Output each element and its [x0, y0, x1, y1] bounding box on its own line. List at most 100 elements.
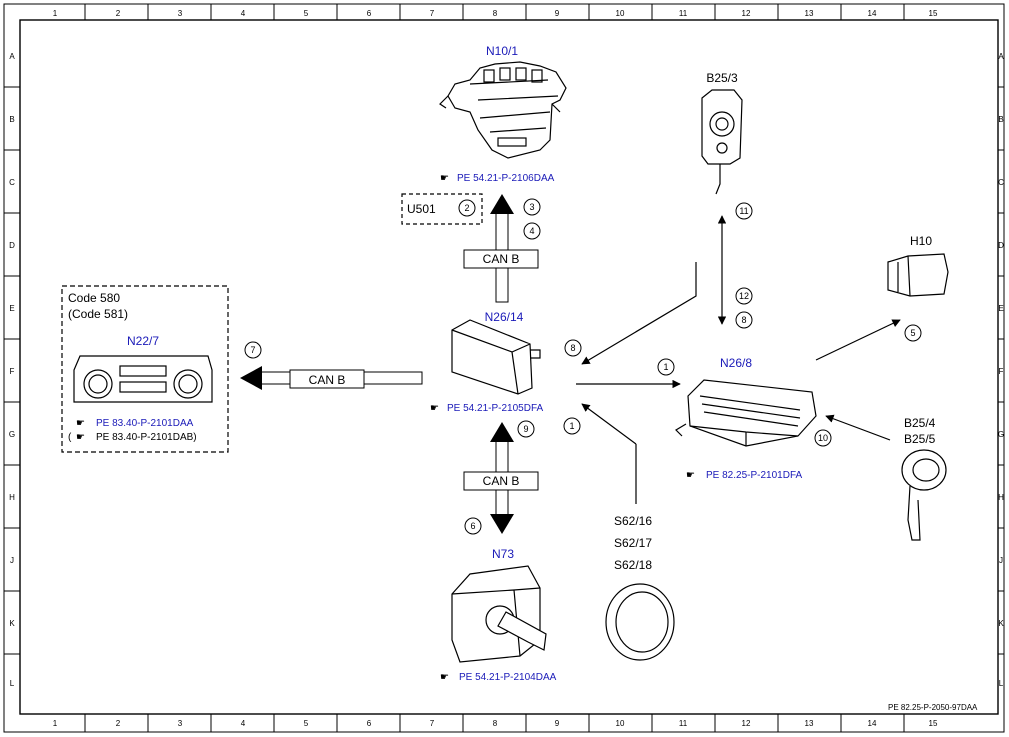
col-label: 1	[53, 719, 58, 728]
row-label: G	[998, 430, 1004, 439]
n73-ref: PE 54.21-P-2104DAA	[459, 672, 557, 683]
n26-8-component: N26/8 ☛ PE 82.25-P-2101DFA	[675, 356, 817, 481]
svg-text:1: 1	[569, 421, 574, 431]
col-label: 5	[304, 719, 309, 728]
callout-circle: 5	[904, 324, 922, 342]
row-label: F	[999, 367, 1004, 376]
can-b-left-link: CAN B	[240, 366, 423, 390]
control-unit-icon	[451, 319, 541, 395]
col-label: 1	[53, 9, 58, 18]
s62-17-label: S62/17	[614, 536, 652, 550]
callout-circle: 8	[564, 339, 582, 357]
col-label: 7	[430, 719, 435, 728]
svg-text:5: 5	[910, 328, 915, 338]
b25-4-label: B25/4	[904, 416, 936, 430]
grid-columns-top: 1 2 3 4 5 6 7 8 9 10 11 12 13 14 15	[53, 4, 938, 20]
svg-text:6: 6	[470, 521, 475, 531]
col-label: 15	[929, 9, 938, 18]
col-label: 12	[742, 9, 751, 18]
callout-circle: 1	[563, 417, 581, 435]
n22-7-box: Code 580 (Code 581) N22/7 ☛ PE 83.40-P-2…	[61, 285, 229, 453]
pointer-hand-icon: ☛	[76, 432, 85, 443]
col-label: 8	[493, 9, 498, 18]
b25-4-5-component: B25/4 B25/5	[901, 416, 947, 541]
callout-circle: 6	[464, 517, 482, 535]
h10-component: H10	[887, 234, 949, 297]
ignition-switch-icon	[451, 565, 547, 663]
col-label: 14	[868, 719, 877, 728]
callout-circle: 8	[735, 311, 753, 329]
row-label: C	[9, 178, 15, 187]
b25-3-label: B25/3	[706, 71, 738, 85]
row-label: L	[999, 679, 1004, 688]
row-label: B	[9, 115, 14, 124]
u501-box: U501	[401, 193, 483, 225]
callout-circle: 9	[517, 420, 535, 438]
col-label: 2	[116, 9, 121, 18]
n22-7-ref2: PE 83.40-P-2101DAB)	[96, 432, 197, 443]
door-contact-switch-icon	[605, 583, 675, 661]
row-label: K	[9, 619, 15, 628]
col-label: 9	[555, 719, 560, 728]
callouts: 1 1 2 3 4 5 6 7 8 8 9 10 11 12	[244, 198, 922, 535]
footer-reference: PE 82.25-P-2050-97DAA	[888, 703, 978, 712]
callout-circle: 10	[814, 429, 832, 447]
col-label: 11	[679, 719, 688, 728]
signal-arrows	[576, 215, 901, 504]
col-label: 5	[304, 9, 309, 18]
grid-columns-bottom: 1 2 3 4 5 6 7 8 9 10 11 12 13 14 15	[53, 714, 938, 732]
callout-circle: 11	[735, 202, 753, 220]
can-b-up-link: CAN B	[463, 194, 539, 303]
pointer-hand-icon: ☛	[76, 418, 85, 429]
col-label: 4	[241, 719, 246, 728]
can-b-label: CAN B	[483, 252, 520, 266]
col-label: 3	[178, 9, 183, 18]
col-label: 8	[493, 719, 498, 728]
svg-text:10: 10	[818, 433, 828, 443]
pointer-hand-icon: ☛	[440, 672, 449, 683]
u501-label: U501	[407, 202, 436, 216]
s62-18-label: S62/18	[614, 558, 652, 572]
h10-label: H10	[910, 234, 932, 248]
callout-circle: 3	[523, 198, 541, 216]
col-label: 14	[868, 9, 877, 18]
s62-component: S62/16 S62/17 S62/18	[605, 514, 675, 661]
n26-14-component: N26/14 ☛ PE 54.21-P-2105DFA	[430, 310, 543, 414]
n26-14-label: N26/14	[485, 310, 524, 324]
n26-8-label: N26/8	[720, 356, 752, 370]
row-label: G	[9, 430, 15, 439]
n22-7-ref2-open: (	[68, 432, 72, 443]
code-580-label: Code 580	[68, 291, 120, 305]
row-label: H	[9, 493, 15, 502]
row-label: D	[998, 241, 1004, 250]
col-label: 11	[679, 9, 688, 18]
col-label: 4	[241, 9, 246, 18]
n26-14-ref: PE 54.21-P-2105DFA	[447, 403, 543, 414]
col-label: 13	[805, 9, 814, 18]
svg-text:4: 4	[529, 226, 534, 236]
row-label: E	[998, 304, 1003, 313]
row-label: K	[998, 619, 1004, 628]
col-label: 2	[116, 719, 121, 728]
row-label: E	[9, 304, 14, 313]
callout-circle: 2	[458, 199, 476, 217]
callout-circle: 4	[523, 222, 541, 240]
row-label: H	[998, 493, 1004, 502]
svg-text:11: 11	[739, 206, 748, 216]
row-label: B	[998, 115, 1003, 124]
interior-sensor-icon	[901, 449, 947, 541]
n10-1-ref: PE 54.21-P-2106DAA	[457, 173, 555, 184]
row-label: A	[9, 52, 15, 61]
col-label: 10	[616, 719, 625, 728]
callout-circle: 7	[244, 341, 262, 359]
col-label: 6	[367, 9, 372, 18]
can-b-label: CAN B	[309, 373, 346, 387]
svg-text:12: 12	[739, 291, 749, 301]
row-label: J	[999, 556, 1003, 565]
can-b-down-link: CAN B	[463, 422, 539, 534]
n73-label: N73	[492, 547, 514, 561]
n26-8-ref: PE 82.25-P-2101DFA	[706, 470, 802, 481]
pointer-hand-icon: ☛	[686, 470, 695, 481]
fuse-box-icon	[439, 61, 567, 159]
